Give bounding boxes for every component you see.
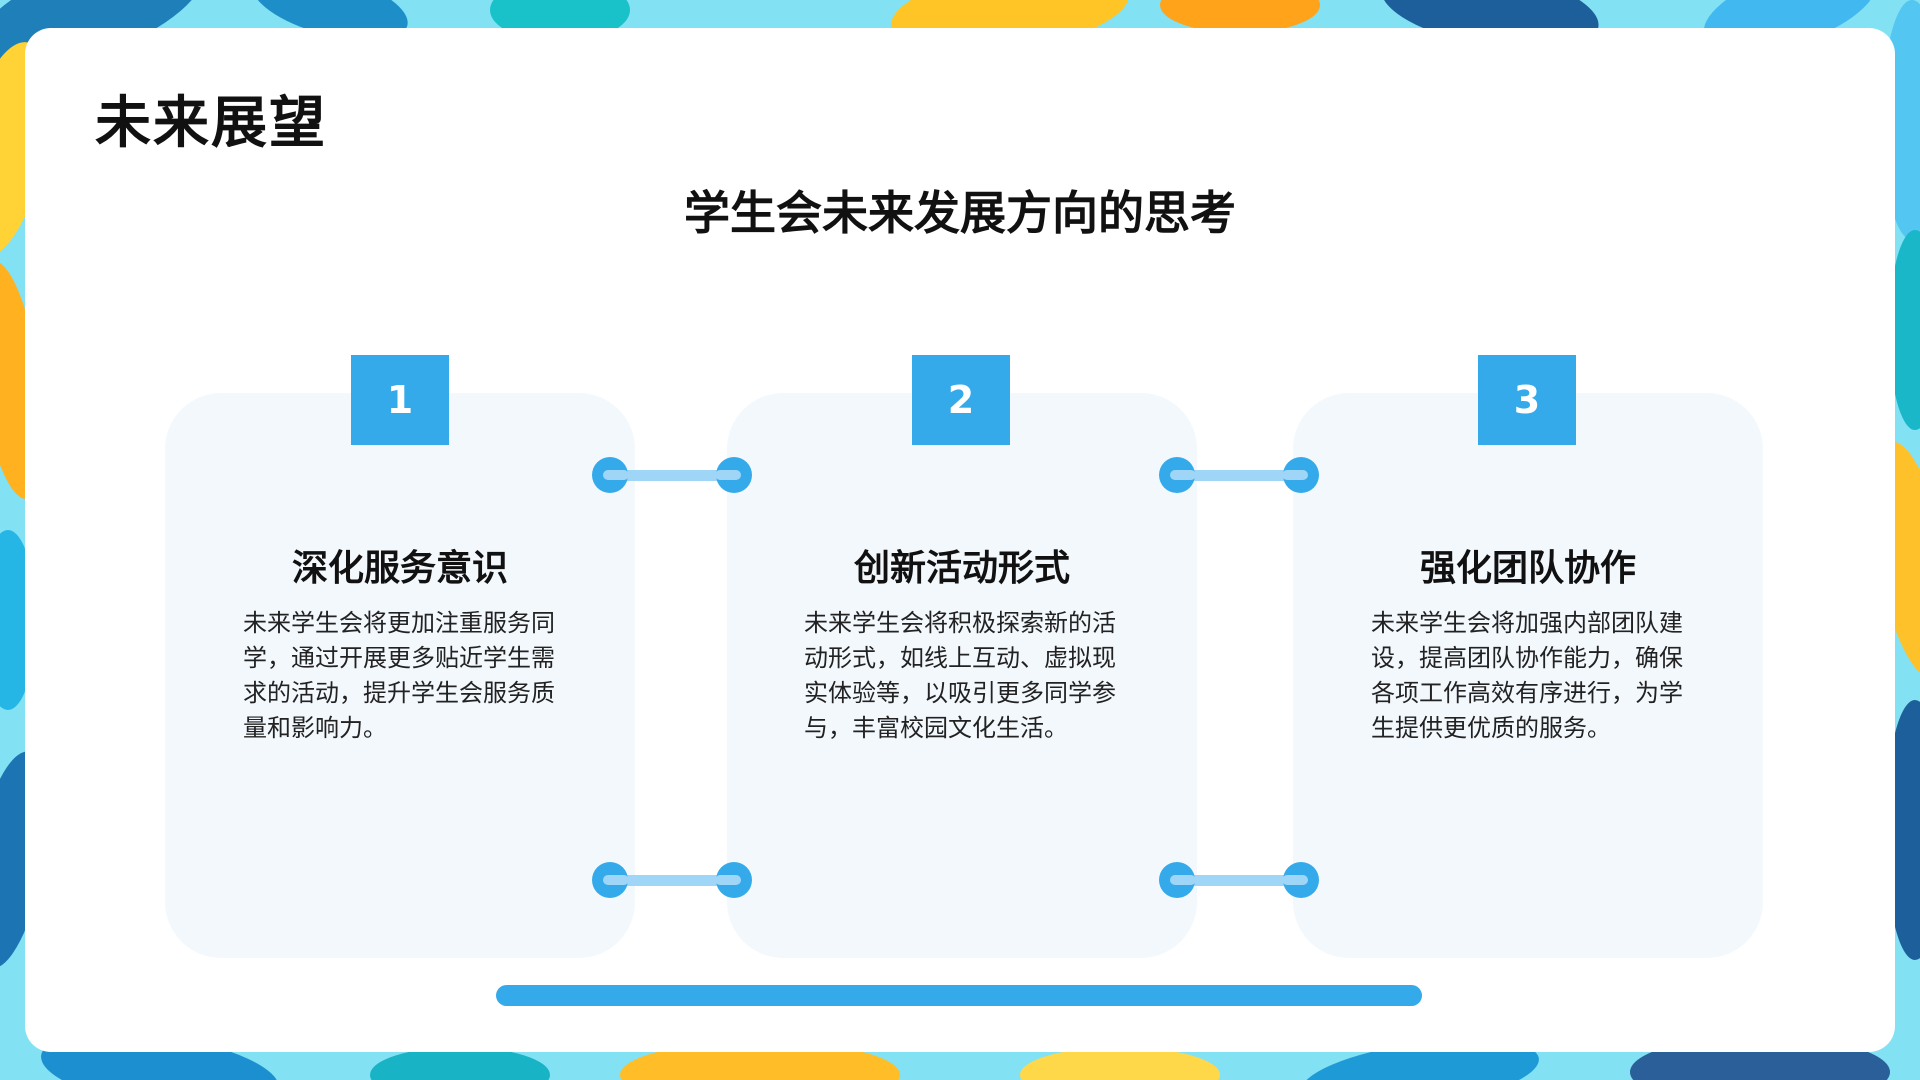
card-2-heading: 创新活动形式 (853, 548, 1070, 589)
connector-dot (1159, 862, 1196, 898)
connector-dot (592, 862, 629, 898)
connector-2-3-bottom (1159, 860, 1319, 900)
card-1-number-badge: 1 (351, 355, 449, 445)
card-2-body: 未来学生会将积极探索新的活动形式，如线上互动、虚拟现实体验等，以吸引更多同学参与… (804, 609, 1116, 742)
slide-subtitle: 学生会未来发展方向的思考 (684, 186, 1236, 240)
slide-title: 未来展望 (95, 91, 327, 156)
connector-dot (1282, 457, 1319, 493)
card-1 (165, 393, 635, 958)
connector-dot (1282, 862, 1319, 898)
connector-bar (1177, 875, 1301, 886)
card-1-heading: 深化服务意识 (291, 548, 508, 589)
connector-dot (715, 457, 752, 493)
connector-1-2-bottom (592, 860, 752, 900)
connector-dot (715, 862, 752, 898)
connector-2-3-top (1159, 455, 1319, 495)
connector-bar (610, 470, 734, 481)
card-2 (727, 393, 1197, 958)
card-3-body: 未来学生会将加强内部团队建设，提高团队协作能力，确保各项工作高效有序进行，为学生… (1371, 609, 1683, 742)
connector-dot (1159, 457, 1196, 493)
card-3-heading: 强化团队协作 (1419, 548, 1636, 589)
card-2-number-badge: 2 (912, 355, 1010, 445)
connector-bar (1177, 470, 1301, 481)
card-1-body: 未来学生会将更加注重服务同学，通过开展更多贴近学生需求的活动，提升学生会服务质量… (243, 609, 555, 742)
bottom-accent-bar (496, 985, 1422, 1006)
connector-dot (592, 457, 629, 493)
connector-1-2-top (592, 455, 752, 495)
card-3-number-badge: 3 (1478, 355, 1576, 445)
connector-bar (610, 875, 734, 886)
card-3 (1293, 393, 1763, 958)
